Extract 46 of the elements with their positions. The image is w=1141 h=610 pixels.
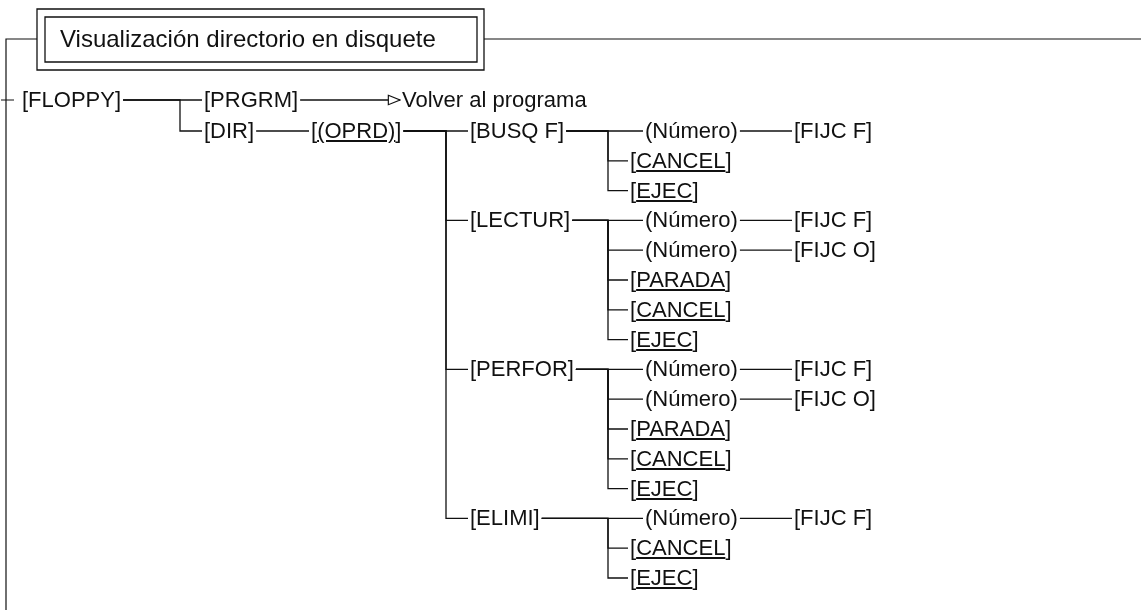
tree-connector [739, 368, 793, 371]
tree-connector [402, 130, 469, 520]
menu-label: (Número) [630, 356, 756, 383]
title: Visualización directorio en disquete [60, 25, 436, 53]
softkey-label: [PARADA] [630, 267, 732, 293]
menu-label: [FIJC F] [794, 118, 873, 144]
softkey-label: [CANCEL] [630, 296, 732, 323]
menu-label: [ELIMI] [470, 505, 593, 532]
menu-label: (Número) [630, 237, 756, 264]
menu-label: [BUSQ F] [470, 118, 593, 144]
menu-label: (Número) [630, 118, 756, 144]
menu-label: [DIR] [204, 118, 287, 144]
softkey-label: [EJEC] [630, 565, 699, 591]
tree-connector [739, 249, 793, 251]
menu-label: Volver al programa [380, 87, 587, 113]
menu-label: (Número) [630, 505, 756, 532]
softkey-label: [PARADA] [630, 416, 732, 442]
tree-connector [739, 130, 793, 132]
tree-connector [739, 398, 793, 400]
softkey-label: [(OPRD)] [311, 118, 431, 144]
tree-connector [575, 368, 629, 490]
tree-connector [122, 99, 203, 132]
menu-label: [FIJC F] [794, 356, 873, 383]
tree-connector [739, 219, 793, 222]
softkey-label: [EJEC] [630, 177, 699, 204]
softkey-label: [EJEC] [630, 326, 699, 353]
softkey-label: [CANCEL] [630, 147, 732, 174]
softkey-label: [CANCEL] [630, 535, 732, 562]
menu-label: [FIJC O] [794, 237, 876, 264]
menu-label: [PERFOR] [470, 356, 593, 383]
menu-label: [LECTUR] [470, 207, 593, 234]
menu-label: (Número) [630, 207, 756, 234]
menu-label: [FIJC F] [794, 505, 873, 532]
menu-label: [PRGRM] [204, 87, 340, 113]
menu-label: [FIJC O] [794, 386, 876, 413]
softkey-label: [EJEC] [630, 475, 699, 502]
menu-label: [FIJC F] [794, 207, 873, 234]
tree-connector [255, 130, 310, 132]
tree-connector [739, 517, 793, 520]
menu-label: (Número) [630, 386, 756, 413]
menu-label: [FLOPPY] [22, 87, 165, 113]
tree-connector [571, 219, 629, 341]
tree-connector [565, 130, 629, 192]
softkey-label: [CANCEL] [630, 445, 732, 472]
arrow [299, 94, 401, 106]
tree-connector [541, 517, 629, 579]
